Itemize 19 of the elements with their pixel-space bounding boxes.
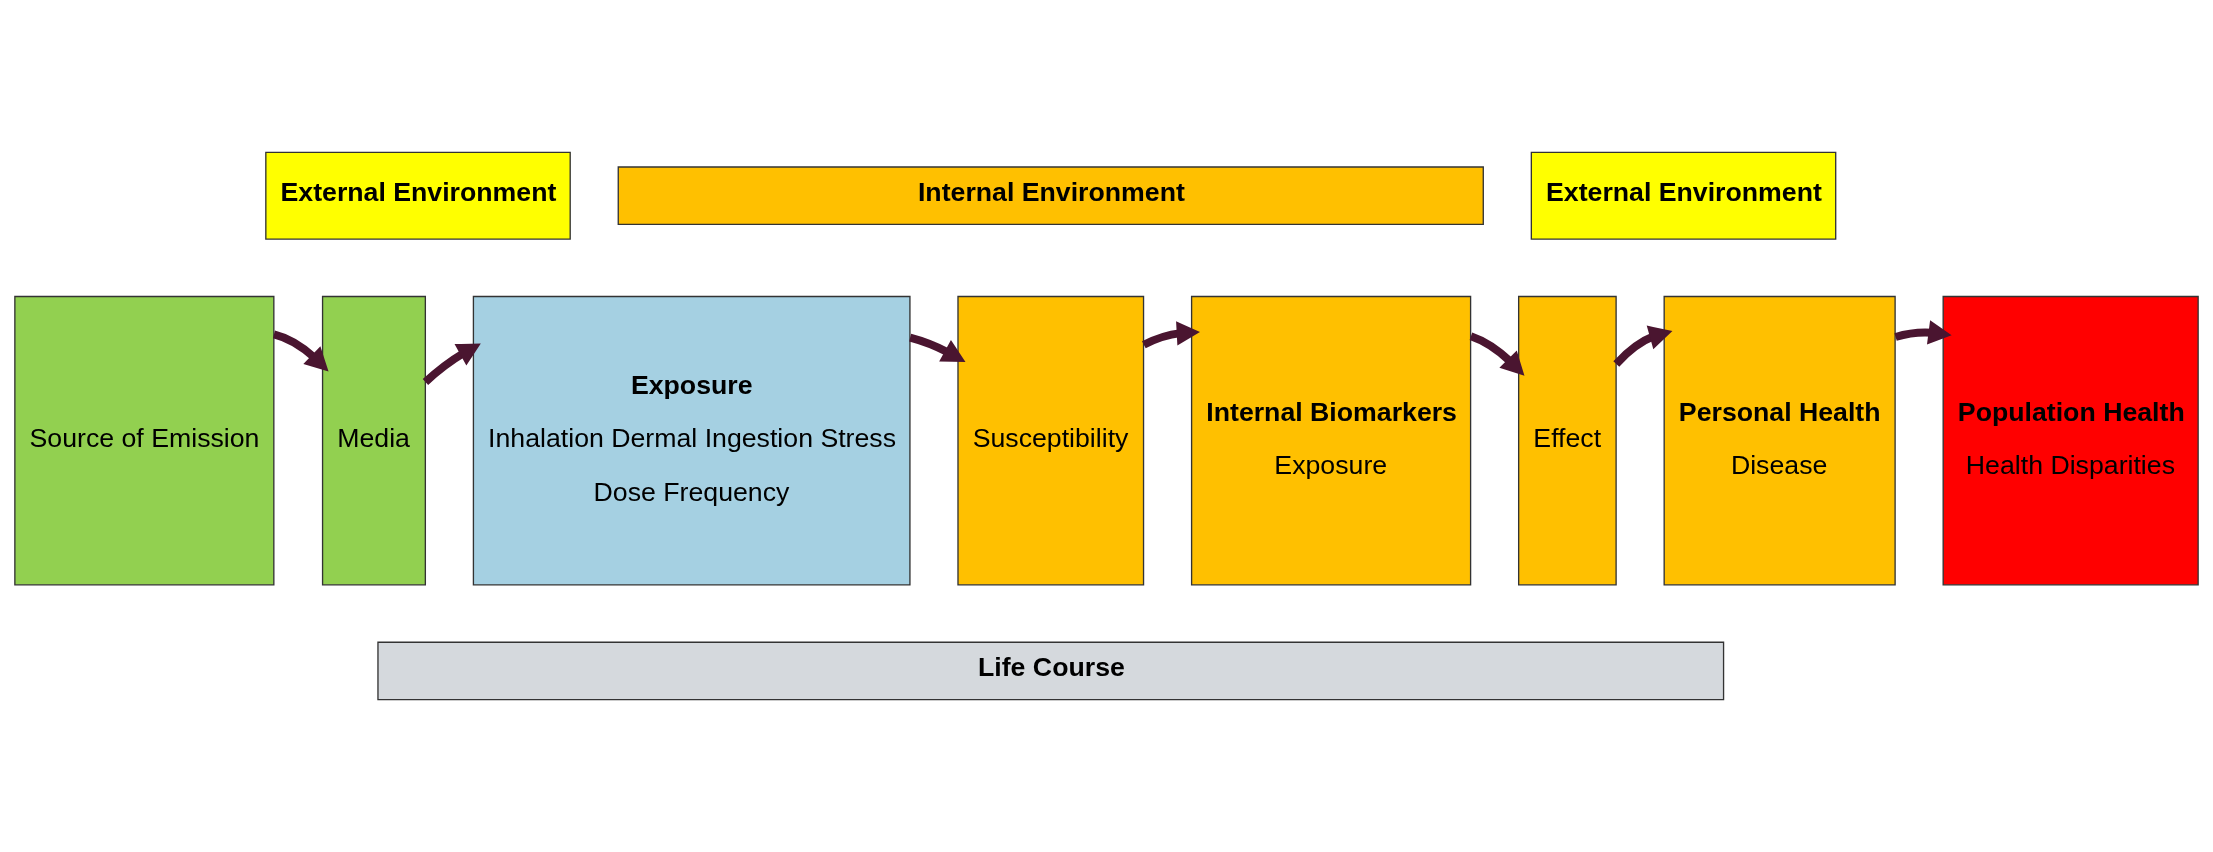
node-box: Internal Environment <box>617 166 1484 226</box>
arrow <box>272 330 329 372</box>
arrow <box>1613 325 1673 367</box>
node-box: External Environment <box>1530 151 1837 240</box>
node-box: Effect <box>1518 295 1617 586</box>
node-box: Life Course <box>377 641 1725 701</box>
node-box: Susceptibility <box>957 295 1145 586</box>
node-box: Exposure Inhalation Dermal Ingestion Stress Dose Frequency <box>472 295 911 586</box>
arrow <box>1894 320 1952 345</box>
arrow <box>422 343 481 385</box>
node-box: Source of Emission <box>14 295 275 586</box>
node-box: Internal Biomarkers Exposure <box>1190 295 1472 586</box>
node-box: Population Health Health Disparities <box>1942 295 2199 586</box>
node-box: External Environment <box>265 151 571 240</box>
arrow <box>1469 332 1525 376</box>
arrow <box>1142 321 1200 349</box>
node-box: Media <box>321 295 426 586</box>
arrow <box>909 333 966 362</box>
node-box: Personal Health Disease <box>1663 295 1896 586</box>
